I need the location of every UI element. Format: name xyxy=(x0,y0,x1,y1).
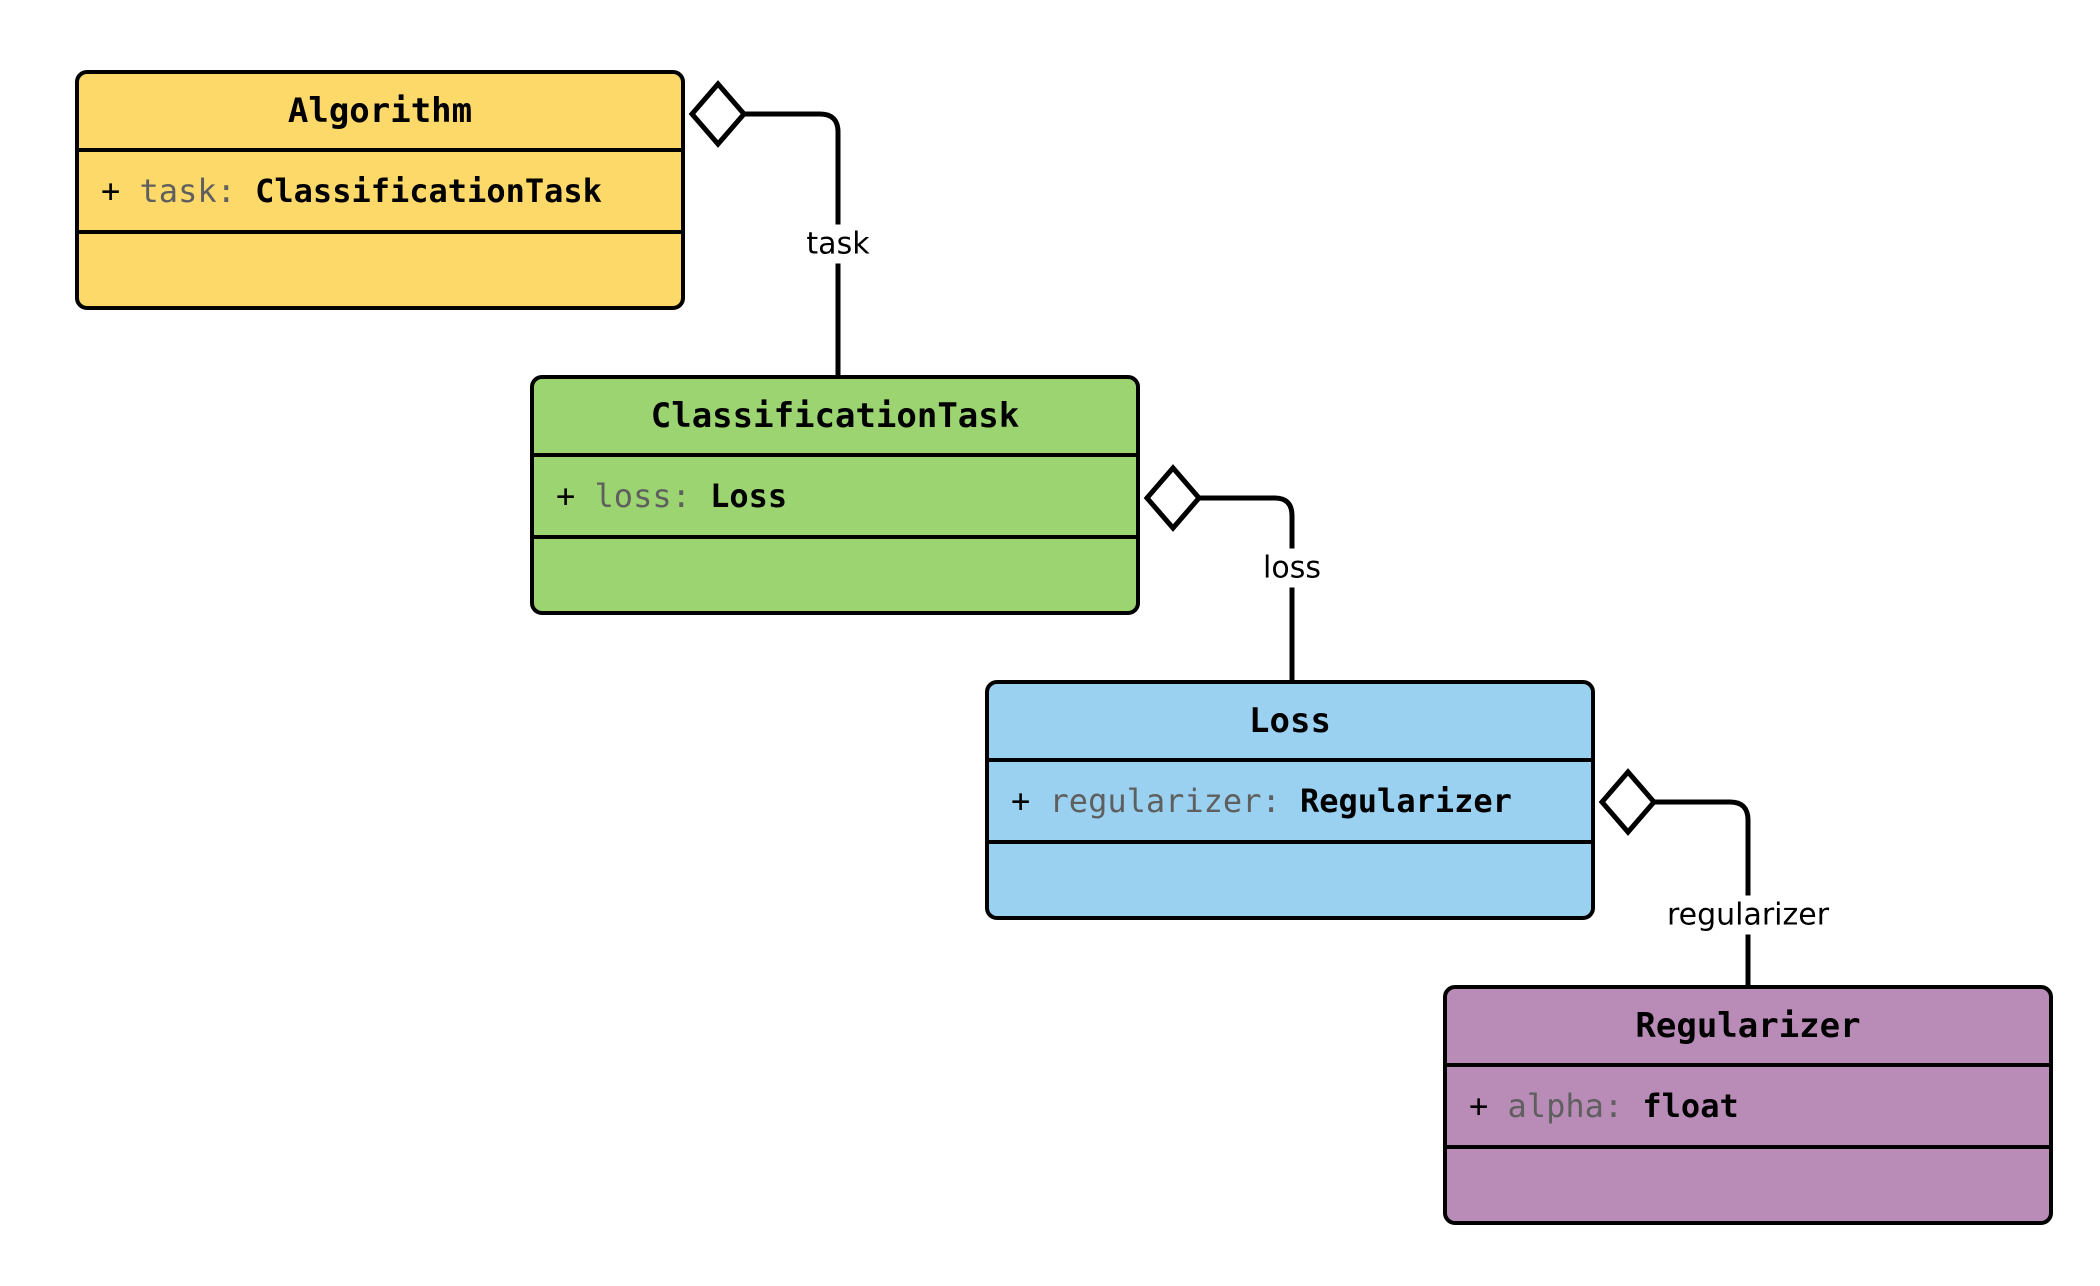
relation-line xyxy=(1654,799,1751,985)
attribute-type: float xyxy=(1623,1087,1739,1125)
class-title-loss: Loss xyxy=(989,684,1591,762)
uml-class-classification-task[interactable]: ClassificationTask + loss: Loss xyxy=(530,375,1140,615)
attribute-name: loss: xyxy=(575,477,691,515)
class-methods-loss xyxy=(989,844,1591,916)
uml-class-algorithm[interactable]: Algorithm + task: ClassificationTask xyxy=(75,70,685,310)
class-methods-algorithm xyxy=(79,234,681,306)
relation-label-rel-loss: loss xyxy=(1256,548,1328,588)
class-title-classification-task: ClassificationTask xyxy=(534,379,1136,457)
aggregation-diamond-icon xyxy=(1143,464,1203,532)
attribute-name: regularizer: xyxy=(1030,782,1281,820)
class-title-regularizer: Regularizer xyxy=(1447,989,2049,1067)
uml-class-loss[interactable]: Loss + regularizer: Regularizer xyxy=(985,680,1595,920)
class-attribute-row: + alpha: float xyxy=(1447,1087,2049,1125)
relation-line xyxy=(1199,495,1295,680)
attribute-visibility: + xyxy=(556,477,576,515)
class-attribute-row: + regularizer: Regularizer xyxy=(989,782,1591,820)
class-attributes-loss: + regularizer: Regularizer xyxy=(989,762,1591,844)
uml-class-regularizer[interactable]: Regularizer + alpha: float xyxy=(1443,985,2053,1225)
class-methods-classification-task xyxy=(534,539,1136,611)
attribute-visibility: + xyxy=(101,172,121,210)
attribute-type: ClassificationTask xyxy=(235,172,602,210)
aggregation-diamond-icon xyxy=(1598,768,1658,836)
class-title-algorithm: Algorithm xyxy=(79,74,681,152)
attribute-name: task: xyxy=(120,172,236,210)
class-attributes-algorithm: + task: ClassificationTask xyxy=(79,152,681,234)
attribute-visibility: + xyxy=(1011,782,1031,820)
attribute-type: Regularizer xyxy=(1280,782,1512,820)
relation-label-rel-regularizer: regularizer xyxy=(1659,895,1837,935)
attribute-type: Loss xyxy=(690,477,788,515)
aggregation-diamond-icon xyxy=(688,80,748,148)
class-attributes-classification-task: + loss: Loss xyxy=(534,457,1136,539)
attribute-visibility: + xyxy=(1469,1087,1489,1125)
attribute-name: alpha: xyxy=(1488,1087,1624,1125)
class-methods-regularizer xyxy=(1447,1149,2049,1221)
relation-label-rel-task: task xyxy=(799,224,877,264)
relation-rel-regularizer[interactable] xyxy=(1598,768,1751,985)
class-attributes-regularizer: + alpha: float xyxy=(1447,1067,2049,1149)
class-attribute-row: + task: ClassificationTask xyxy=(79,172,681,210)
class-attribute-row: + loss: Loss xyxy=(534,477,1136,515)
